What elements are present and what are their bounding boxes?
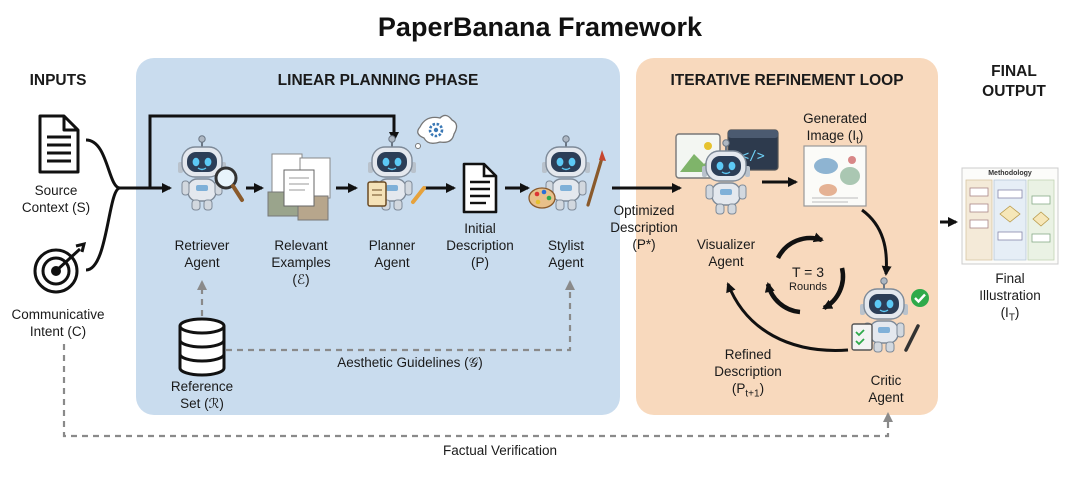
factual-verification-label: Factual Verification [442, 443, 558, 458]
document-icon [38, 114, 80, 174]
section-refinement: ITERATIVE REFINEMENT LOOP [670, 72, 904, 89]
stylist-agent-robot [528, 134, 606, 211]
final-thumbnail-title: Methodology [988, 170, 1032, 177]
stylist-agent-label: Stylist Agent [547, 238, 584, 270]
source-context-label: Source Context (S) [21, 183, 91, 215]
planner-agent-robot [367, 134, 426, 211]
generated-image-thumbnail [803, 145, 867, 207]
rounds-label: T = 3 Rounds [789, 264, 827, 294]
page-title: PaperBanana Framework [377, 12, 703, 42]
planner-agent-label: Planner Agent [368, 238, 416, 270]
database-icon [178, 317, 226, 377]
section-inputs: INPUTS [29, 72, 87, 89]
initial-description-label: Initial Description (P) [446, 221, 514, 270]
reference-set-label: Reference Set (ℛ) [170, 379, 234, 411]
refined-description-label: Refined Description (Pt+1) [714, 347, 782, 400]
section-final-output: FINAL OUTPUT [982, 63, 1046, 100]
retriever-agent-label: Retriever Agent [174, 238, 230, 270]
final-illustration-thumbnail [961, 167, 1059, 265]
svg-text:</>: </> [741, 149, 765, 164]
aesthetic-guidelines-label: Aesthetic Guidelines (𝒢) [337, 355, 483, 370]
relevant-examples-label: Relevant Examples (ℰ) [271, 238, 331, 287]
final-illustration-label: Final Illustration (IT) [979, 271, 1041, 324]
critic-agent-robot [851, 276, 920, 353]
initial-description-icon [462, 162, 498, 214]
communicative-intent-label: Communicative Intent (C) [11, 307, 105, 339]
optimized-description-label: Optimized Description (P*) [610, 203, 678, 252]
retriever-agent-robot [177, 134, 244, 211]
gear-icon [415, 114, 458, 149]
cycle-arrows-icon [764, 232, 846, 315]
generated-image-label: Generated Image (It) [803, 111, 867, 147]
refinement-loop-panel [636, 58, 938, 415]
visualizer-agent-label: Visualizer Agent [696, 237, 756, 269]
section-planning: LINEAR PLANNING PHASE [277, 72, 479, 89]
target-icon [33, 241, 87, 294]
critic-agent-label: Critic Agent [868, 373, 904, 405]
check-badge-icon [911, 289, 929, 307]
relevant-examples-icon [267, 153, 331, 221]
